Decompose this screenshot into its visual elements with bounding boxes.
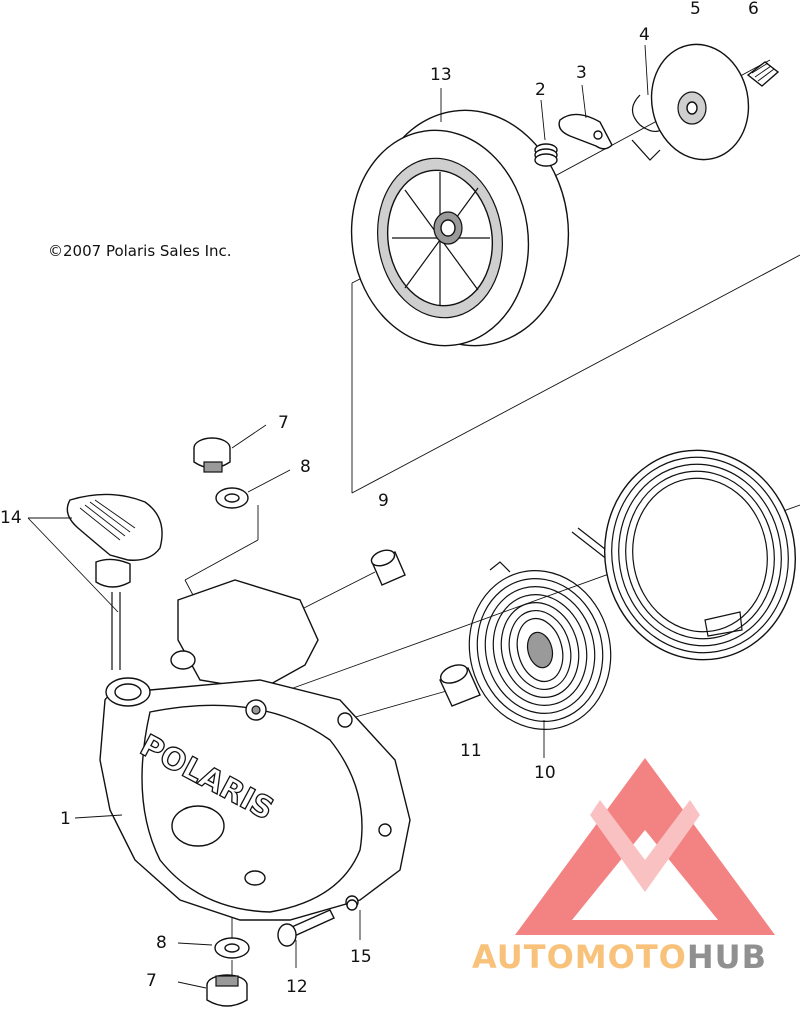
part-7-plug-bottom <box>206 974 248 1007</box>
part-10-recoil-spring <box>468 561 612 730</box>
part-14-handle <box>66 493 163 670</box>
part-bushing-upper <box>370 549 406 586</box>
part-6-screw <box>746 61 780 87</box>
spring-housing-ring <box>603 449 797 661</box>
watermark-text-part2: HUB <box>687 938 767 976</box>
callout-14: 14 <box>0 508 22 528</box>
part-15-fastener <box>346 899 358 911</box>
part-1-recoil-housing: POLARIS <box>99 579 411 921</box>
callout-6: 6 <box>748 0 759 19</box>
callout-12: 12 <box>286 977 308 997</box>
callout-15: 15 <box>350 947 372 967</box>
watermark-text: AUTOMOTOHUB <box>472 938 767 976</box>
watermark-text-part1: AUTOMOTO <box>472 938 687 976</box>
callout-8-bottom: 8 <box>156 933 167 953</box>
callout-2: 2 <box>535 80 546 100</box>
part-2-spring <box>534 143 558 167</box>
callout-5: 5 <box>690 0 701 19</box>
part-13-pulley <box>350 109 570 347</box>
watermark-logo: AUTOMOTOHUB <box>472 758 775 976</box>
callout-3: 3 <box>576 63 587 83</box>
callout-7-top: 7 <box>278 413 289 433</box>
callout-4: 4 <box>639 25 650 45</box>
callout-11: 11 <box>460 741 482 761</box>
part-3-pawl <box>558 113 613 150</box>
part-12-bolt <box>277 909 335 947</box>
callout-10: 10 <box>534 763 556 783</box>
callout-9: 9 <box>378 491 389 511</box>
part-7-plug-top <box>193 437 231 473</box>
callout-13: 13 <box>430 65 452 85</box>
part-8-washer-bottom <box>214 937 250 959</box>
callout-labels: 13 2 3 4 5 6 7 8 9 14 1 11 10 8 7 12 15 <box>0 0 759 997</box>
callout-8-top: 8 <box>300 457 311 477</box>
part-11-bushing <box>439 664 481 707</box>
callout-1: 1 <box>60 809 71 829</box>
copyright-notice: ©2007 Polaris Sales Inc. <box>48 242 232 260</box>
leader-lines <box>27 44 649 989</box>
callout-7-bottom: 7 <box>146 971 157 991</box>
part-5-plate <box>650 43 750 161</box>
part-8-washer-top <box>215 487 249 509</box>
